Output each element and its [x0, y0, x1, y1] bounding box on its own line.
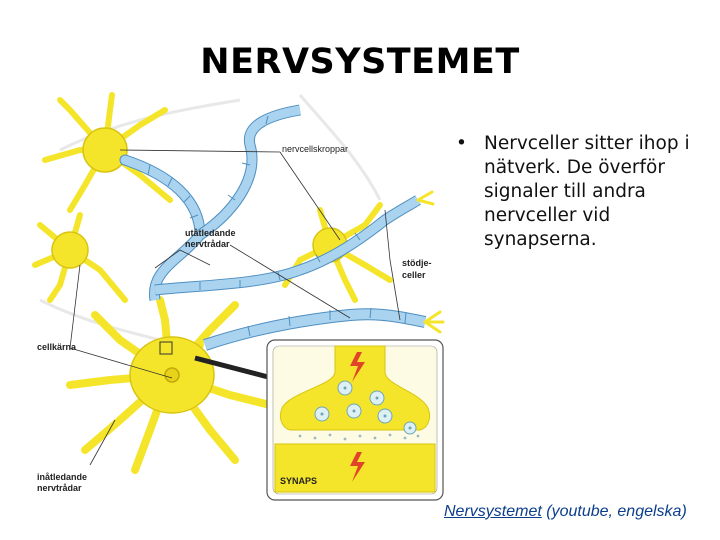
- bullet-marker: •: [456, 133, 467, 154]
- label-cell-bodies: nervcellskroppar: [282, 144, 348, 154]
- link-suffix: (youtube, engelska): [541, 503, 687, 520]
- label-glia-2: celler: [402, 270, 426, 280]
- footer: Nervsystemet (youtube, engelska): [444, 503, 687, 521]
- synapse-marker: [159, 341, 173, 355]
- leader-lines: [69, 149, 401, 466]
- video-link[interactable]: Nervsystemet: [444, 503, 542, 520]
- label-dendrites-1: inåtledande: [37, 472, 87, 482]
- bullet-text: Nervceller sitter ihop i nätverk. De öve…: [484, 133, 690, 250]
- label-nucleus: cellkärna: [37, 342, 77, 352]
- label-synapse: SYNAPS: [280, 476, 317, 486]
- synapse-inset: SYNAPS: [266, 339, 444, 501]
- axon-terminals: [416, 190, 445, 334]
- axon-to-synapse: [194, 355, 273, 381]
- label-axons-1: utåtledande: [185, 228, 236, 238]
- neuron-top: [42, 92, 173, 213]
- neuron-left: [32, 212, 128, 303]
- label-dendrites-2: nervtrådar: [37, 483, 82, 493]
- neuron-large: [66, 296, 274, 474]
- myelin-segment-marks: [147, 115, 407, 337]
- bullet-list: • Nervceller sitter ihop i nätverk. De ö…: [456, 132, 706, 252]
- myelinated-axons: [119, 104, 427, 351]
- label-glia-1: stödje-: [402, 258, 432, 268]
- label-axons-2: nervtrådar: [185, 239, 230, 249]
- slide-title: NERVSYSTEMET: [200, 42, 520, 82]
